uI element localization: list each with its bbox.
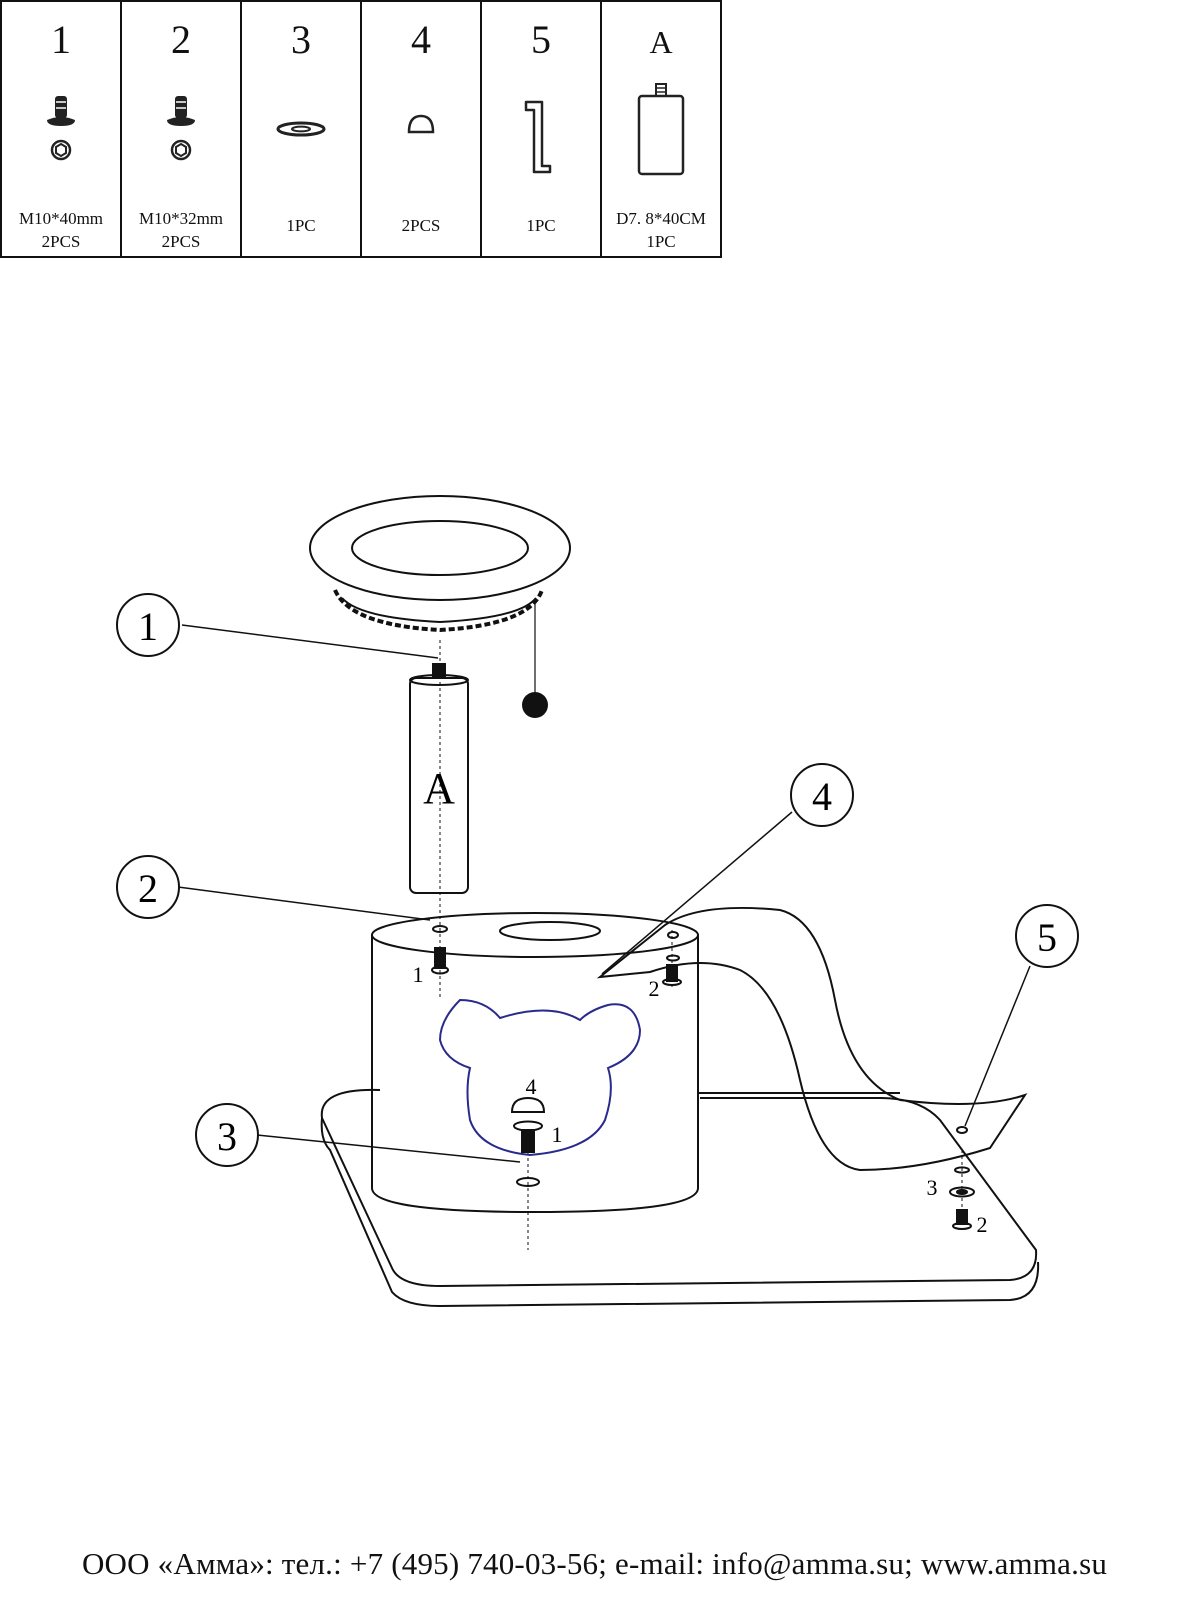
text-label: 2PCS	[161, 232, 201, 251]
callout-5: 5	[1037, 915, 1057, 960]
callout-4: 4	[812, 774, 832, 819]
part-cell-3: 3 1PC	[240, 0, 362, 258]
part-spec: M10*32mm 2PCS	[122, 207, 240, 253]
diagram-line	[434, 947, 446, 969]
base-plate-edge	[320, 1117, 1040, 1308]
lamp-ring-outer	[309, 495, 571, 601]
part-cell-1: 1 M10*40mm 2PCS	[0, 0, 122, 258]
label-bolt-rear-top: 2	[649, 976, 660, 1001]
part-cell-4: 4 2PCS	[360, 0, 482, 258]
cylinder-top	[371, 912, 699, 958]
label-cap-front: 4	[526, 1074, 537, 1099]
label-bolt-front-top: 1	[413, 962, 424, 987]
diagram-line	[516, 1177, 540, 1187]
part-cell-5: 5 1PC	[480, 0, 602, 258]
part-number: 4	[411, 17, 431, 62]
diagram-line	[601, 811, 793, 975]
diagram-line	[956, 1189, 968, 1195]
part-number: 2	[171, 17, 191, 62]
diagram-line	[956, 1126, 968, 1134]
callout-circle-2	[116, 855, 180, 919]
cylinder-bottom	[371, 1187, 699, 1214]
text-label: 1PC	[646, 232, 676, 251]
diagram-line	[662, 978, 682, 986]
label-washer-base: 3	[927, 1175, 938, 1200]
part-number: 5	[531, 17, 551, 62]
label-bolt-front-mid: 1	[552, 1122, 563, 1147]
diagram-line	[956, 1209, 968, 1225]
cylinder-top-hole	[499, 921, 601, 941]
hex-key-icon	[482, 94, 600, 184]
diagram-line	[521, 1129, 535, 1153]
text-label: 2PCS	[41, 232, 81, 251]
diagram-line	[432, 663, 446, 679]
part-number: A	[649, 24, 673, 60]
diagram-line	[432, 925, 448, 933]
diagram-line	[667, 931, 679, 939]
part-spec: D7. 8*40CM 1PC	[602, 207, 720, 253]
post-label: A	[423, 764, 455, 813]
part-cell-2: 2 M10*32mm 2PCS	[120, 0, 242, 258]
bolt-washer-icon	[2, 94, 120, 184]
callout-circle-1	[116, 593, 180, 657]
diagram-line	[431, 965, 449, 975]
diagram-line	[964, 965, 1031, 1127]
bear-face-outline	[438, 998, 642, 1157]
callout-circle-3	[195, 1103, 259, 1167]
ramp-panel	[596, 906, 1028, 1172]
text-label: M10*40mm	[18, 209, 104, 228]
part-spec: 2PCS	[401, 216, 441, 235]
post-tube-icon	[602, 82, 720, 176]
text-label: D7. 8*40CM	[616, 209, 706, 228]
parts-table: 1 M10*40mm 2PCS 2	[0, 0, 722, 258]
base-plate	[320, 1088, 1038, 1288]
pull-cord-knob	[522, 692, 548, 718]
label-bolt-base: 2	[977, 1212, 988, 1237]
company-contact-footer: ООО «Амма»: тел.: +7 (495) 740-03-56; e-…	[81, 1546, 1108, 1581]
part-number: 1	[51, 17, 71, 62]
diagram-line	[952, 1222, 972, 1230]
part-cell-A: A D7. 8*40CM 1PC	[600, 0, 722, 258]
diagram-line	[954, 1166, 970, 1174]
diagram-line	[341, 597, 537, 624]
callout-circle-4	[790, 763, 854, 827]
bolt-washer-icon	[122, 94, 240, 184]
diagram-line	[177, 886, 431, 921]
callout-3: 3	[217, 1114, 237, 1159]
diagram-line	[256, 1134, 521, 1163]
diagram-line	[333, 589, 544, 633]
part-spec: 1PC	[286, 216, 316, 235]
diagram-line	[666, 954, 680, 962]
flat-washer-icon	[242, 94, 360, 184]
dome-cap-icon	[362, 94, 480, 184]
part-number: 3	[291, 17, 311, 62]
part-spec: 1PC	[526, 216, 556, 235]
callout-circle-5	[1015, 904, 1079, 968]
diagram-line	[666, 964, 678, 982]
text-label: M10*32mm	[138, 209, 224, 228]
diagram-line	[181, 624, 439, 659]
callout-1: 1	[138, 604, 158, 649]
part-spec: M10*40mm 2PCS	[2, 207, 120, 253]
diagram-line	[510, 1096, 546, 1113]
lamp-ring-inner	[351, 520, 529, 576]
assembly-diagram: 1 2 3 4 5 A 1 2 4 1 3 2	[116, 495, 1079, 1308]
callout-2: 2	[138, 866, 158, 911]
diagram-line	[949, 1186, 975, 1198]
